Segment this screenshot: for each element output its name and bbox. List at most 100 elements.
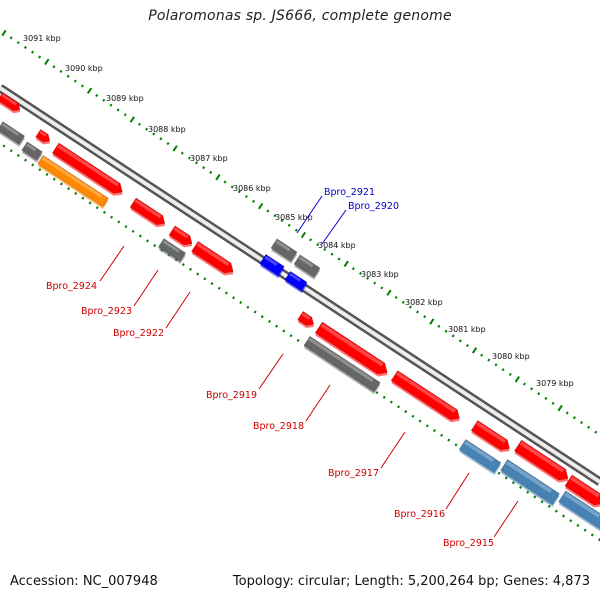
ruler-outer-tick bbox=[408, 305, 412, 309]
gene-block-orange-body bbox=[37, 154, 109, 208]
leader-line-2915 bbox=[493, 500, 519, 538]
gene-block-red-a-body bbox=[0, 92, 21, 111]
ruler-outer-tick bbox=[544, 396, 548, 401]
ruler-outer-tick bbox=[159, 137, 163, 141]
ruler-outer-tick bbox=[166, 142, 170, 146]
ruler-outer-tick bbox=[66, 74, 70, 78]
gene-block-steel-b bbox=[558, 490, 600, 532]
ruler-outer-tick bbox=[471, 347, 478, 354]
ruler-outer-tick bbox=[195, 161, 199, 165]
gene-label-bpro-2920[interactable]: Bpro_2920 bbox=[348, 201, 399, 212]
ruler-inner-tick bbox=[45, 172, 49, 177]
leader-line-2921 bbox=[296, 195, 323, 234]
gene-block-red-d-body bbox=[513, 439, 569, 481]
ruler-inner-tick bbox=[411, 414, 415, 418]
gene-label-bpro-2919[interactable]: Bpro_2919 bbox=[206, 390, 257, 401]
ruler-outer-tick bbox=[31, 50, 35, 54]
ruler-outer-tick bbox=[258, 202, 264, 210]
gene-label-bpro-2922[interactable]: Bpro_2922 bbox=[113, 328, 164, 339]
kbp-label-3085: 3085 kbp bbox=[275, 213, 313, 222]
ruler-outer-tick bbox=[572, 416, 576, 420]
ruler-outer-tick bbox=[52, 65, 56, 69]
ruler-inner-tick bbox=[533, 495, 537, 499]
ruler-inner-tick bbox=[88, 201, 92, 205]
ruler-outer-tick bbox=[351, 267, 355, 271]
gene-label-bpro-2918[interactable]: Bpro_2918 bbox=[253, 421, 304, 432]
gene-label-bpro-2917[interactable]: Bpro_2917 bbox=[328, 468, 379, 479]
gene-block-bpro-2915-highlight bbox=[505, 460, 553, 493]
gene-block-bpro-2917-highlight bbox=[396, 371, 456, 413]
gene-block-bpro-2923 bbox=[129, 197, 166, 228]
ruler-outer-tick bbox=[530, 387, 534, 391]
ruler-outer-tick bbox=[537, 392, 541, 396]
ruler-outer-tick bbox=[494, 363, 498, 367]
ruler-inner-tick bbox=[583, 528, 587, 532]
ruler-outer-tick bbox=[187, 156, 191, 160]
ruler-inner-tick bbox=[540, 500, 544, 504]
ruler-inner-tick bbox=[124, 225, 128, 229]
ruler-inner-tick bbox=[425, 424, 429, 428]
gene-block-bpro-2918-body bbox=[314, 321, 388, 375]
gene-block-red-a-highlight bbox=[1, 94, 17, 106]
ruler-outer-tick bbox=[300, 231, 307, 239]
gene-label-bpro-2915[interactable]: Bpro_2915 bbox=[443, 538, 494, 549]
ruler-outer-tick bbox=[59, 69, 63, 74]
ruler-outer-tick bbox=[152, 132, 156, 136]
summary-text: Topology: circular; Length: 5,200,264 bp… bbox=[232, 574, 590, 589]
ruler-inner-tick bbox=[547, 504, 551, 508]
ruler-inner-tick bbox=[375, 391, 379, 395]
leader-line-2922 bbox=[165, 291, 191, 329]
gene-block-red-b-highlight bbox=[39, 130, 47, 137]
gene-block-gray-a bbox=[0, 121, 26, 147]
ruler-outer-tick bbox=[9, 36, 13, 40]
gene-block-blue-b bbox=[284, 270, 308, 294]
kbp-label-3091: 3091 kbp bbox=[23, 34, 61, 43]
ruler-outer-tick bbox=[343, 260, 349, 268]
ruler-outer-tick bbox=[116, 108, 120, 112]
ruler-outer-tick bbox=[416, 310, 420, 314]
gene-block-red-d bbox=[513, 439, 569, 483]
kbp-label-3090: 3090 kbp bbox=[65, 64, 103, 73]
ruler-outer-tick bbox=[202, 166, 206, 170]
gene-block-bpro-2915-body bbox=[500, 459, 560, 505]
ruler-outer-tick bbox=[465, 344, 469, 348]
ruler-inner-tick bbox=[203, 277, 207, 281]
ruler-inner-tick bbox=[289, 334, 293, 338]
gene-label-bpro-2924[interactable]: Bpro_2924 bbox=[46, 281, 97, 292]
ruler-inner-tick bbox=[382, 395, 386, 399]
ruler-outer-tick bbox=[587, 425, 591, 429]
kbp-label-3080: 3080 kbp bbox=[492, 352, 530, 361]
leader-line-2920 bbox=[321, 209, 347, 245]
ruler-inner-tick bbox=[432, 429, 436, 433]
ruler-inner-tick bbox=[576, 523, 580, 527]
gene-block-bpro-2922 bbox=[191, 240, 234, 276]
ruler-outer-tick bbox=[487, 358, 491, 362]
ruler-outer-tick bbox=[423, 315, 427, 319]
gene-label-bpro-2916[interactable]: Bpro_2916 bbox=[394, 509, 445, 520]
gene-block-bpro-2918-highlight bbox=[320, 323, 384, 367]
ruler-outer-tick bbox=[252, 199, 256, 203]
ruler-outer-tick bbox=[172, 145, 178, 152]
ruler-outer-tick bbox=[451, 334, 455, 338]
ruler-inner-tick bbox=[562, 514, 566, 518]
gene-block-red-e-highlight bbox=[570, 476, 600, 498]
ruler-inner-tick bbox=[404, 410, 408, 414]
gene-block-gray-c bbox=[303, 335, 381, 395]
ruler-outer-tick bbox=[244, 194, 248, 199]
gene-label-bpro-2921[interactable]: Bpro_2921 bbox=[324, 187, 375, 198]
ruler-outer-tick bbox=[38, 55, 42, 59]
gene-block-red-e bbox=[564, 474, 600, 508]
ruler-inner-tick bbox=[260, 315, 264, 319]
ruler-inner-tick bbox=[74, 191, 78, 195]
ruler-outer-tick bbox=[230, 185, 234, 189]
gene-label-bpro-2923[interactable]: Bpro_2923 bbox=[81, 306, 132, 317]
gene-block-gray-a-highlight bbox=[1, 123, 19, 136]
ruler-inner-tick bbox=[440, 433, 444, 437]
ruler-outer-tick bbox=[444, 329, 448, 333]
leader-line-2916 bbox=[445, 472, 470, 510]
gene-features bbox=[0, 92, 600, 532]
ruler-outer-tick bbox=[337, 257, 341, 261]
ruler-inner-tick bbox=[117, 220, 121, 224]
ruler-outer-tick bbox=[330, 252, 334, 256]
